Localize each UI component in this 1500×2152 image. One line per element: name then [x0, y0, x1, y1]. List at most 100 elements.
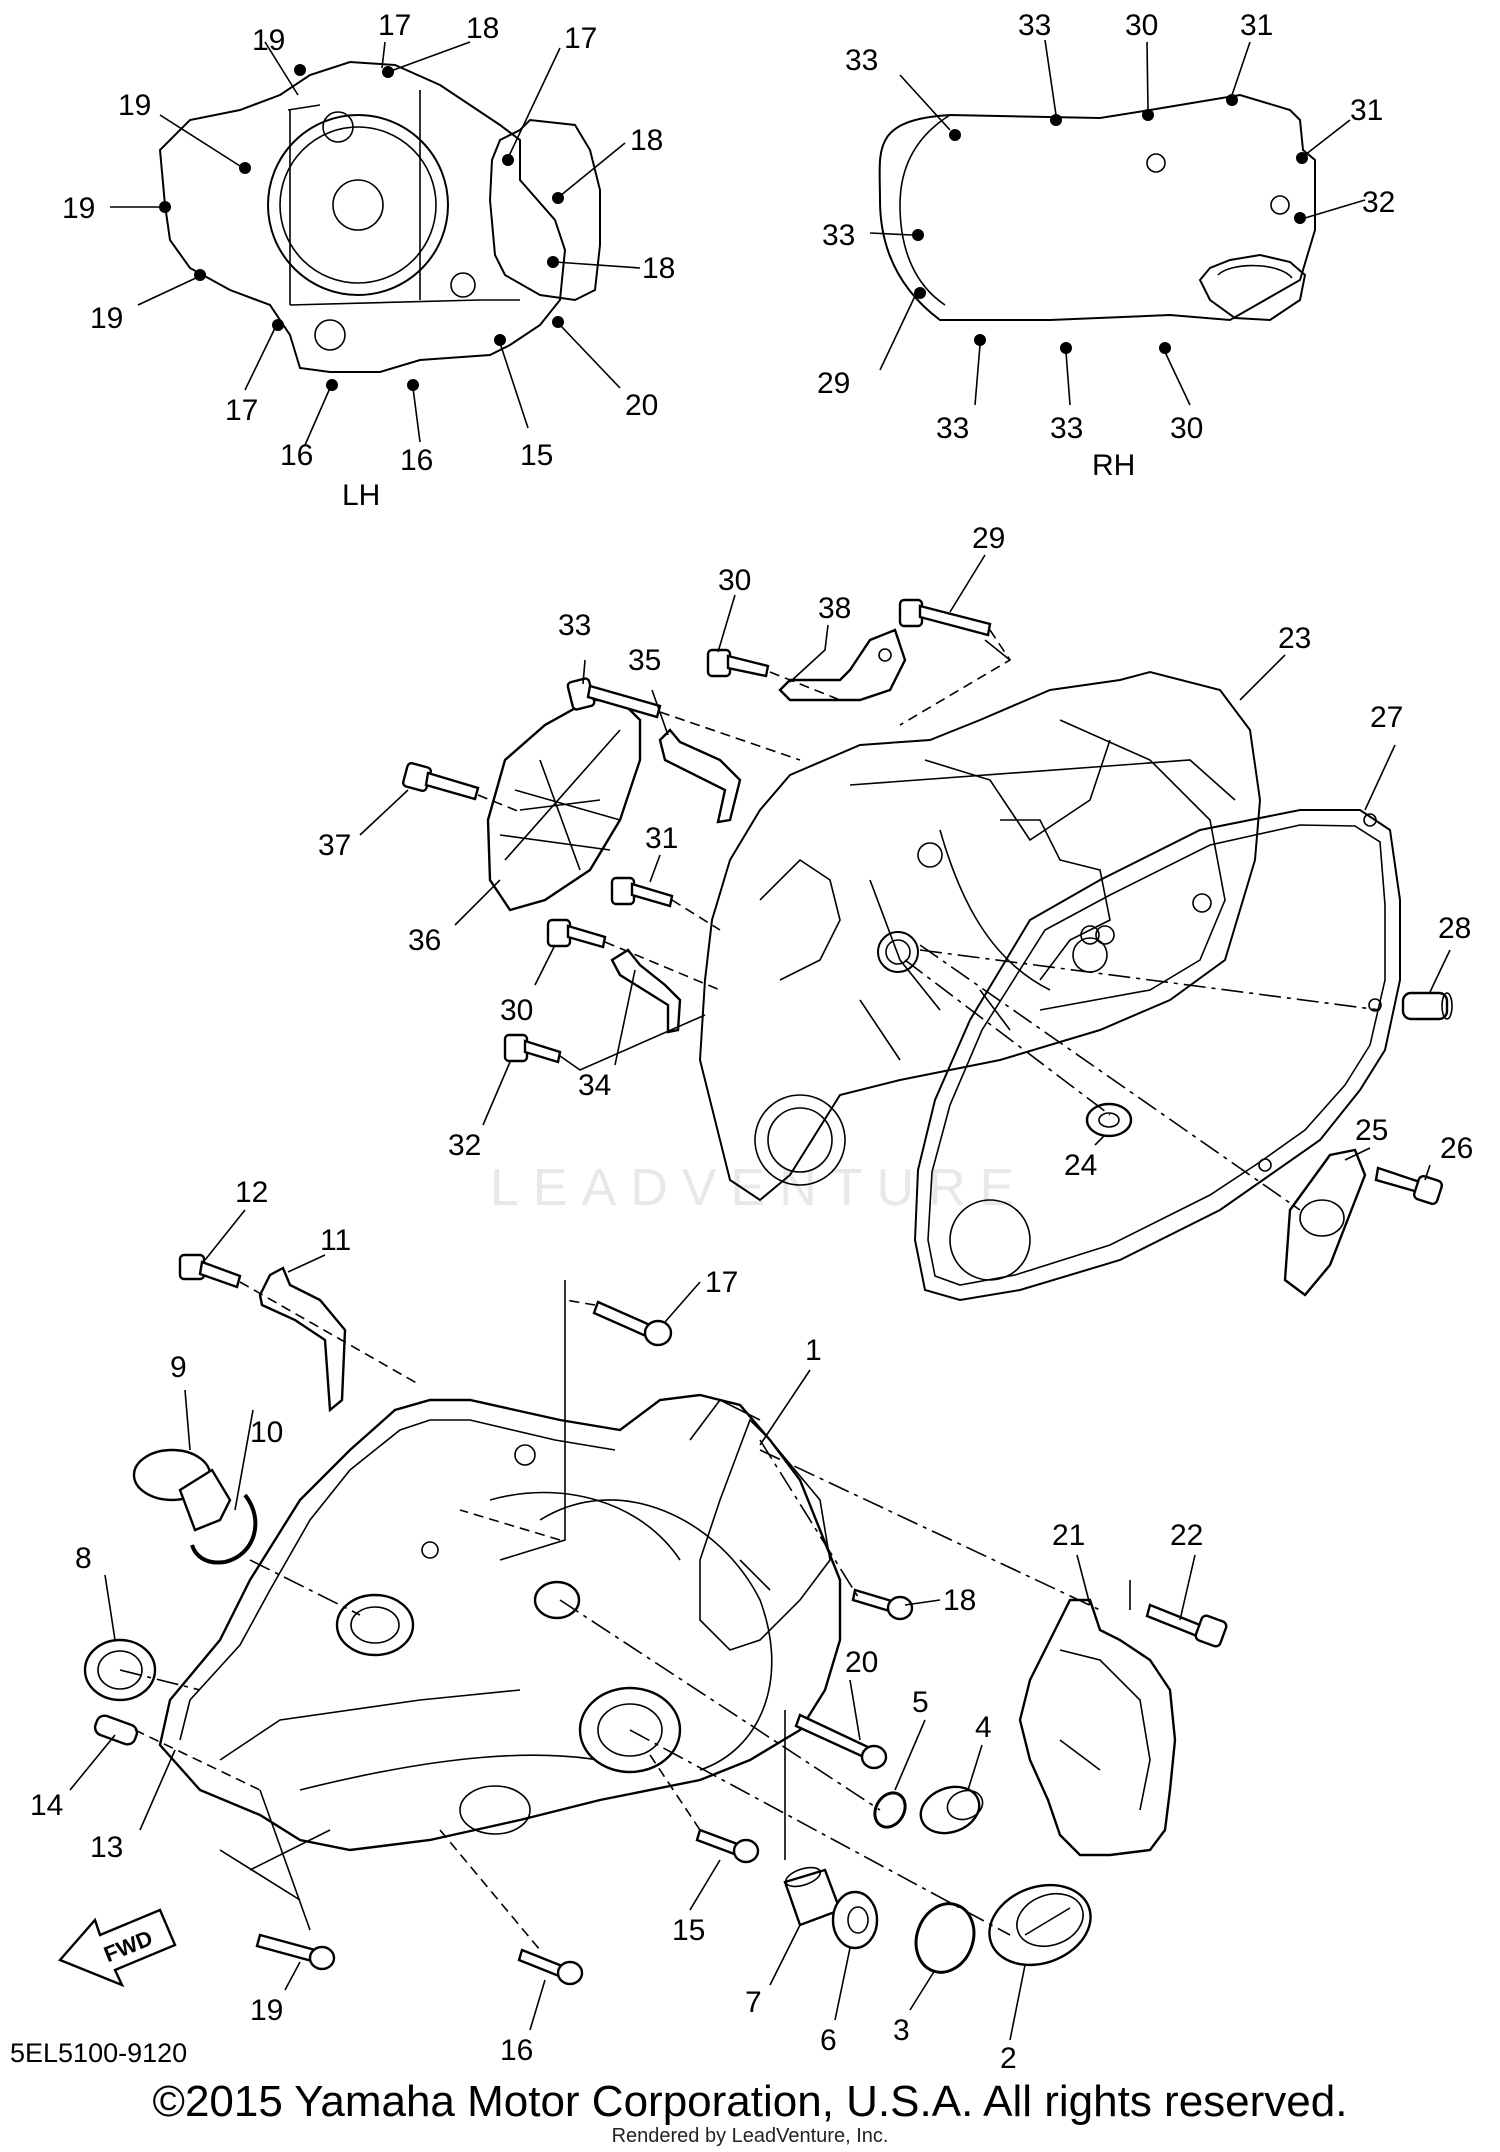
callout-label: 27: [1370, 701, 1403, 734]
callout-label: 22: [1170, 1519, 1203, 1552]
callout-label: 16: [500, 2034, 533, 2067]
callout-label: 25: [1355, 1114, 1388, 1147]
callout-label: 19: [90, 302, 123, 335]
bolt-31: [610, 876, 674, 908]
callout-label: 13: [90, 1831, 123, 1864]
bolt-32: [503, 1033, 562, 1064]
bolt-18-lower: [851, 1588, 914, 1621]
callout-label: 20: [845, 1646, 878, 1679]
callout-label: 34: [578, 1069, 611, 1102]
callout-label: 17: [705, 1266, 738, 1299]
callout-label: 19: [118, 89, 151, 122]
dowel-pin-14: [93, 1714, 139, 1746]
callout-label: 20: [625, 389, 658, 422]
callout-label: 33: [1018, 9, 1051, 42]
rendered-by-notice: Rendered by LeadVenture, Inc.: [611, 2125, 889, 2147]
callout-label: 9: [170, 1351, 187, 1384]
plug-2: [988, 1883, 1092, 1967]
plug-4: [919, 1785, 984, 1835]
o-ring-3: [914, 1902, 976, 1974]
rh-leader-lines: [869, 39, 1366, 406]
callout-label: 17: [378, 9, 411, 42]
callout-label: 26: [1440, 1132, 1473, 1165]
copyright-notice: ©2015 Yamaha Motor Corporation, U.S.A. A…: [152, 2077, 1348, 2126]
diagram-code: 5EL5100-9120: [10, 2038, 187, 2068]
callout-label: 6: [820, 2024, 837, 2057]
callout-label: 32: [1362, 186, 1395, 219]
callout-label: 31: [645, 822, 678, 855]
bolt-29-upper: [898, 598, 992, 637]
callout-label: 18: [630, 124, 663, 157]
rh-callouts: 33 33 30 31 31 32 33 29 33 33 30 RH: [817, 9, 1395, 482]
callout-label: 36: [408, 924, 441, 957]
clamp-35: [658, 728, 742, 824]
callout-label: 33: [558, 609, 591, 642]
bolt-30-lower: [546, 918, 607, 949]
callout-label: 24: [1064, 1149, 1097, 1182]
callout-label: 30: [718, 564, 751, 597]
callout-label: 15: [672, 1914, 705, 1947]
callout-label: 19: [62, 192, 95, 225]
callout-label: 8: [75, 1542, 92, 1575]
callout-label: 30: [1170, 412, 1203, 445]
bolt-30-upper: [706, 648, 770, 678]
upper-assembly-lines: [477, 629, 1381, 1211]
rh-view-label: RH: [1092, 449, 1135, 482]
bracket-11: [258, 1266, 347, 1413]
callout-label: 33: [845, 44, 878, 77]
exploded-leader-lines: [69, 554, 1451, 2041]
bolt-16-lower: [517, 1948, 584, 1986]
bolt-19: [255, 1933, 336, 1971]
retainer-plate-25: [1283, 1148, 1367, 1297]
callout-label: 18: [466, 12, 499, 45]
lower-assembly-lines: [119, 1280, 1131, 1951]
dowel-pin-28: [1401, 991, 1453, 1021]
watermark: LEADVENTURE: [490, 1159, 1028, 1217]
callout-label: 33: [1050, 412, 1083, 445]
o-ring-5: [873, 1791, 907, 1829]
callout-label: 18: [642, 252, 675, 285]
bolt-17-lower: [592, 1300, 673, 1347]
callout-label: 15: [520, 439, 553, 472]
callout-label: 23: [1278, 622, 1311, 655]
callout-label: 17: [225, 394, 258, 427]
callout-label: 33: [822, 219, 855, 252]
lh-view-label: LH: [342, 479, 380, 512]
bolt-20: [794, 1713, 888, 1770]
rh-cover-outline: [878, 93, 1316, 322]
callout-label: 10: [250, 1416, 283, 1449]
callout-label: 2: [1000, 2042, 1017, 2075]
callout-label: 35: [628, 644, 661, 677]
bolt-15: [695, 1828, 760, 1864]
callout-label: 30: [1125, 9, 1158, 42]
callout-label: 7: [745, 1986, 762, 2019]
callout-label: 31: [1350, 94, 1383, 127]
callout-label: 21: [1052, 1519, 1085, 1552]
clamp-38: [778, 628, 907, 702]
rh-bolt-points: [912, 94, 1308, 354]
callout-label: 30: [500, 994, 533, 1027]
callout-label: 11: [320, 1224, 351, 1257]
callout-label: 37: [318, 829, 351, 862]
callout-label: 16: [280, 439, 313, 472]
bolt-33-upper: [566, 677, 662, 719]
o-ring-10: [190, 1493, 258, 1565]
callout-label: 5: [912, 1686, 929, 1719]
callout-label: 19: [252, 24, 285, 57]
callout-label: 19: [250, 1994, 283, 2027]
bolt-26: [1374, 1166, 1444, 1206]
callout-label: 17: [564, 22, 597, 55]
callout-label: 3: [893, 2014, 910, 2047]
callout-label: 32: [448, 1129, 481, 1162]
callout-label: 29: [817, 367, 850, 400]
lh-cover-outline: [158, 60, 601, 373]
lh-callouts: 19 17 18 17 19 18 19 18 19 17 16 16 15 2…: [62, 9, 675, 512]
clutch-cover-13: [158, 1393, 842, 1852]
callout-label: 29: [972, 522, 1005, 555]
fwd-arrow-icon: FWD: [57, 1908, 177, 1988]
callout-label: 12: [235, 1176, 268, 1209]
oil-seal-24: [1085, 1102, 1133, 1138]
callout-label: 16: [400, 444, 433, 477]
callout-label: 31: [1240, 9, 1273, 42]
callout-label: 4: [975, 1711, 992, 1744]
